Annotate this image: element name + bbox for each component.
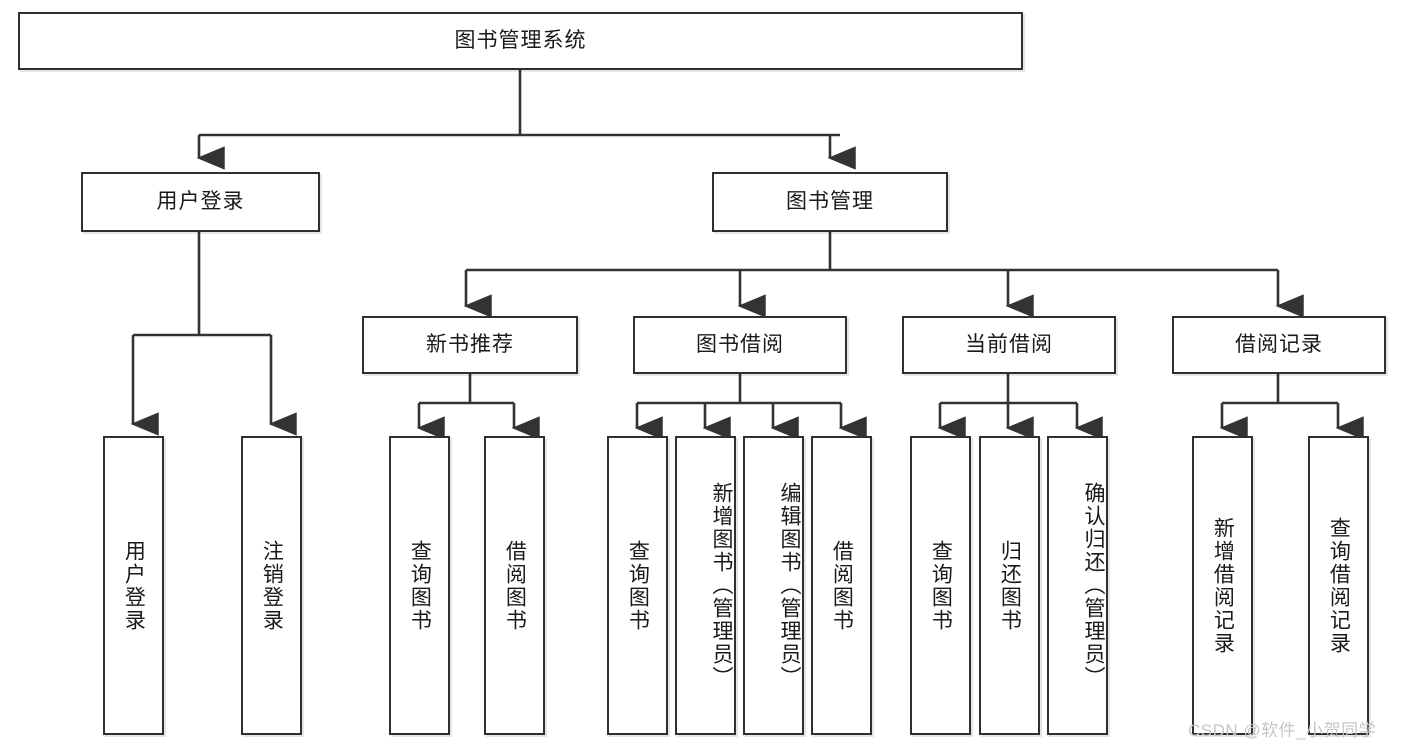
- node-new-book-recommend-label: 新书推荐: [426, 333, 514, 357]
- node-leaf-edit-book-label: 编辑图书（管理员）: [778, 482, 801, 689]
- node-new-book-recommend[interactable]: 新书推荐: [362, 316, 578, 374]
- node-current-borrow[interactable]: 当前借阅: [902, 316, 1116, 374]
- node-leaf-borrow-book-2[interactable]: 借阅图书: [811, 436, 872, 735]
- node-leaf-return-book[interactable]: 归还图书: [979, 436, 1040, 735]
- node-leaf-user-login-label: 用户登录: [122, 539, 146, 632]
- node-leaf-query-book-1[interactable]: 查询图书: [389, 436, 450, 735]
- node-leaf-confirm-return-label: 确认归还（管理员）: [1082, 482, 1105, 689]
- node-leaf-user-logout-label: 注销登录: [260, 539, 284, 632]
- node-leaf-add-book[interactable]: 新增图书（管理员）: [675, 436, 736, 735]
- node-leaf-query-record-label: 查询借阅记录: [1327, 516, 1351, 655]
- node-leaf-query-record[interactable]: 查询借阅记录: [1308, 436, 1369, 735]
- node-book-manage-label: 图书管理: [786, 190, 874, 214]
- node-leaf-query-book-2[interactable]: 查询图书: [607, 436, 668, 735]
- node-root-label: 图书管理系统: [454, 29, 587, 53]
- node-user-login-label: 用户登录: [156, 190, 245, 214]
- node-book-borrow[interactable]: 图书借阅: [633, 316, 847, 374]
- node-leaf-query-book-3[interactable]: 查询图书: [910, 436, 971, 735]
- node-leaf-query-book-3-label: 查询图书: [929, 539, 953, 632]
- csdn-watermark: CSDN @软件_小贺同学: [1188, 721, 1377, 740]
- node-root[interactable]: 图书管理系统: [18, 12, 1023, 70]
- node-leaf-user-login[interactable]: 用户登录: [103, 436, 164, 735]
- node-leaf-edit-book[interactable]: 编辑图书（管理员）: [743, 436, 804, 735]
- node-leaf-add-book-label: 新增图书（管理员）: [710, 482, 733, 689]
- node-leaf-add-record-label: 新增借阅记录: [1211, 516, 1235, 655]
- node-book-borrow-label: 图书借阅: [696, 333, 784, 357]
- node-borrow-record[interactable]: 借阅记录: [1172, 316, 1386, 374]
- node-leaf-borrow-book-2-label: 借阅图书: [830, 539, 854, 632]
- node-leaf-return-book-label: 归还图书: [998, 539, 1022, 632]
- node-leaf-confirm-return[interactable]: 确认归还（管理员）: [1047, 436, 1108, 735]
- node-leaf-borrow-book-1[interactable]: 借阅图书: [484, 436, 545, 735]
- node-leaf-query-book-2-label: 查询图书: [626, 539, 650, 632]
- node-current-borrow-label: 当前借阅: [965, 333, 1053, 357]
- node-leaf-add-record[interactable]: 新增借阅记录: [1192, 436, 1253, 735]
- node-leaf-borrow-book-1-label: 借阅图书: [503, 539, 527, 632]
- node-leaf-query-book-1-label: 查询图书: [408, 539, 432, 632]
- node-leaf-user-logout[interactable]: 注销登录: [241, 436, 302, 735]
- node-book-manage[interactable]: 图书管理: [712, 172, 948, 232]
- node-user-login[interactable]: 用户登录: [81, 172, 320, 232]
- node-borrow-record-label: 借阅记录: [1235, 333, 1323, 357]
